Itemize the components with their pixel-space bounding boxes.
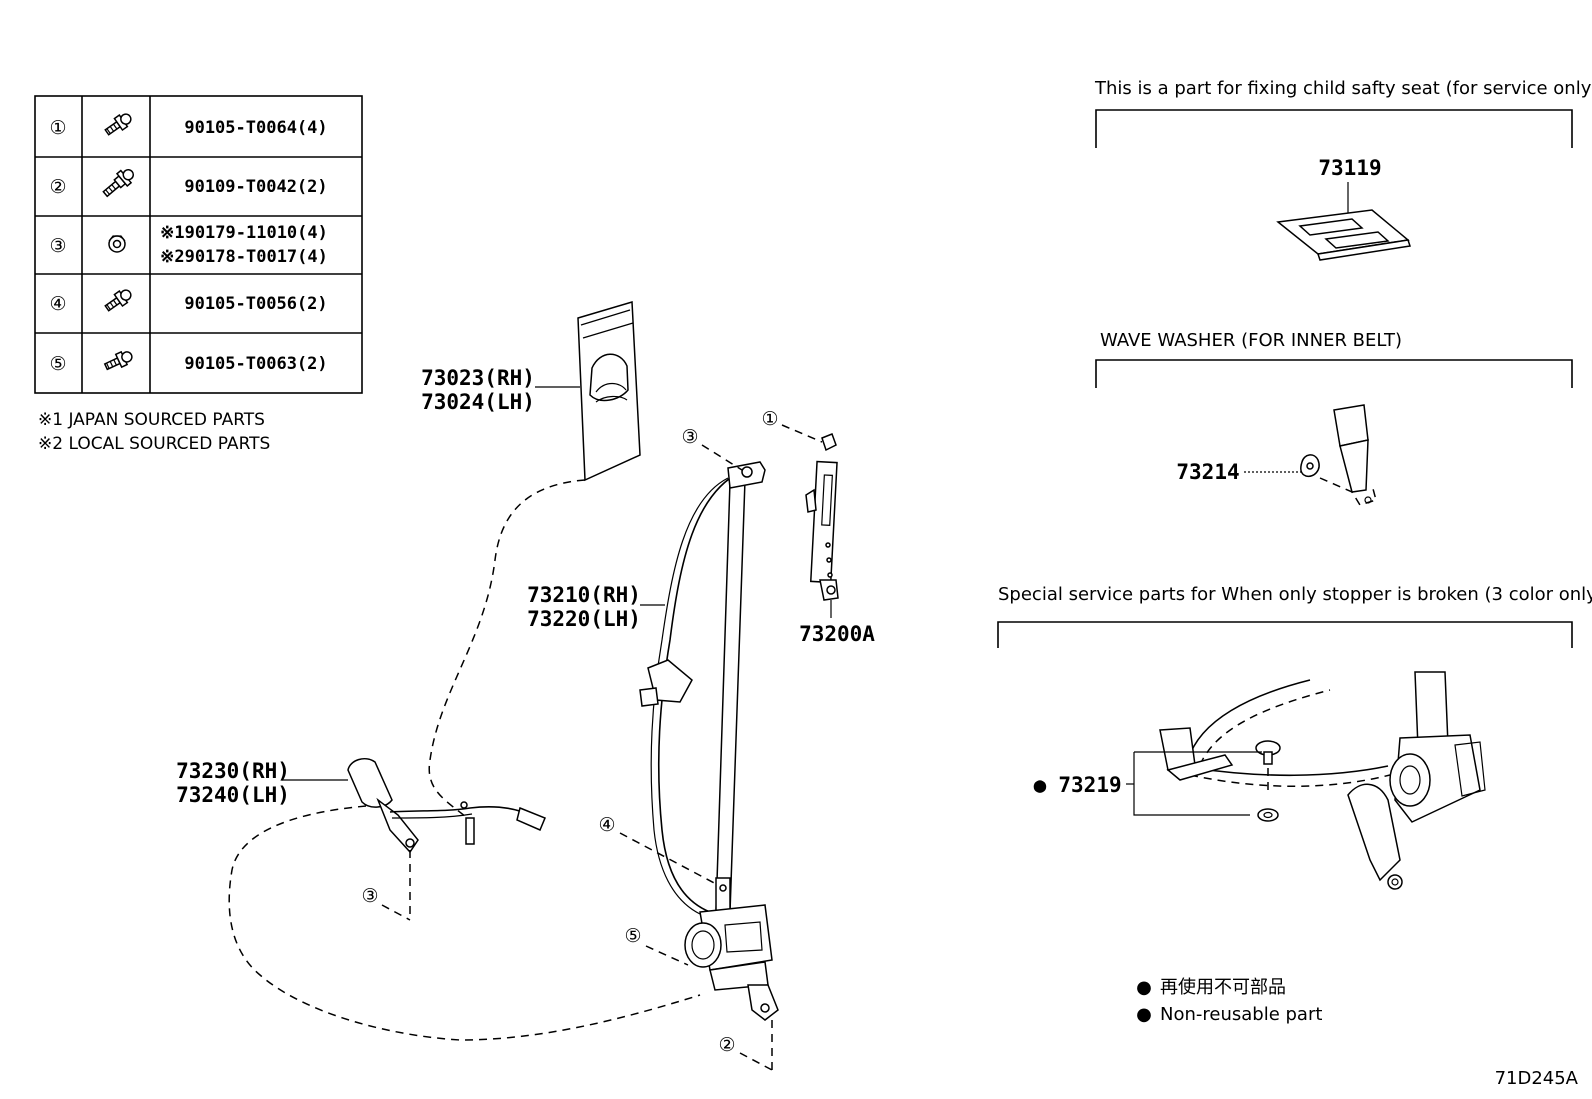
legend-text-jp: 再使用不可部品 [1160, 977, 1286, 998]
table-row: ③ ※190179-11010(4) ※290178-T0017(4) [49, 223, 327, 267]
height-adjuster [805, 433, 839, 601]
legend: ● 再使用不可部品 ● Non-reusable part [1136, 977, 1322, 1025]
child-seat-anchor-bracket [1276, 209, 1411, 261]
row-ref: ① [49, 117, 66, 139]
part-number: 90105-T0063(2) [184, 354, 327, 374]
svg-text:①: ① [761, 408, 778, 430]
fastener-table: ① 90105-T0064(4) ② 90109-T0042(2) ③ [34, 95, 363, 394]
part-number: 90109-T0042(2) [184, 177, 327, 197]
callout-2: ② [718, 1020, 773, 1071]
part-label-buckle-lh: 73240(LH) [176, 783, 290, 807]
row-ref: ⑤ [49, 353, 66, 375]
panel-child-seat: This is a part for fixing child safty se… [1094, 78, 1592, 261]
part-number: ※290178-T0017(4) [160, 247, 328, 267]
svg-text:③: ③ [361, 885, 378, 907]
part-label-73219: 73219 [1058, 773, 1121, 797]
svg-text:③: ③ [681, 426, 698, 448]
table-row: ① 90105-T0064(4) [49, 113, 328, 139]
panel-title: This is a part for fixing child safty se… [1094, 78, 1592, 99]
callout-1: ① [761, 408, 823, 443]
svg-text:②: ② [718, 1034, 735, 1056]
seat-belt-webbing [639, 461, 766, 915]
row-ref: ③ [49, 235, 66, 257]
bolt-icon [104, 289, 132, 312]
inner-belt-buckle [1319, 404, 1377, 506]
panel-wave-washer: WAVE WASHER (FOR INNER BELT) 73214 [1095, 330, 1573, 506]
part-number: 90105-T0064(4) [184, 118, 327, 138]
part-label-cover-rh: 73023(RH) [421, 366, 535, 390]
seat-outline [228, 479, 701, 1041]
diagram-id: 71D245A [1495, 1068, 1579, 1089]
callout-3-lower: ③ [361, 850, 411, 921]
part-number: 90105-T0056(2) [184, 294, 327, 314]
retractor [684, 904, 779, 1021]
seat-belt-buckle [347, 758, 546, 854]
part-number: ※190179-11010(4) [160, 223, 328, 243]
source-note-japan: ※1 JAPAN SOURCED PARTS [38, 410, 265, 430]
row-ref: ④ [49, 293, 66, 315]
bolt-icon [104, 113, 132, 136]
part-label-cover-lh: 73024(LH) [421, 390, 535, 414]
panel-stopper: Special service parts for When only stop… [997, 584, 1592, 890]
source-note-local: ※2 LOCAL SOURCED PARTS [38, 434, 270, 454]
bolt-icon [103, 350, 133, 371]
bolt-icon [102, 168, 135, 198]
wave-washer [1300, 454, 1320, 478]
table-row: ② 90109-T0042(2) [49, 168, 328, 198]
part-label-73214: 73214 [1176, 460, 1239, 484]
callout-3-upper: ③ [681, 426, 743, 471]
legend-text-en: Non-reusable part [1160, 1004, 1322, 1025]
nut-icon [108, 235, 126, 253]
legend-marker: ● [1136, 1004, 1152, 1025]
part-label-73119: 73119 [1318, 156, 1381, 180]
part-label-belt-lh: 73220(LH) [527, 607, 641, 631]
table-row: ⑤ 90105-T0063(2) [49, 350, 328, 375]
part-label-belt-rh: 73210(RH) [527, 583, 641, 607]
svg-text:⑤: ⑤ [624, 925, 641, 947]
table-row: ④ 90105-T0056(2) [49, 289, 328, 315]
stopper-button-bottom [1257, 808, 1279, 822]
row-ref: ② [49, 176, 66, 198]
non-reusable-marker: ● [1034, 773, 1047, 797]
panel-title: WAVE WASHER (FOR INNER BELT) [1100, 330, 1402, 351]
callout-4: ④ [598, 814, 719, 886]
part-label-adjuster: 73200A [799, 622, 875, 646]
svg-text:④: ④ [598, 814, 615, 836]
legend-marker: ● [1136, 977, 1152, 998]
pillar-trim-cover [577, 301, 641, 482]
part-label-buckle-rh: 73230(RH) [176, 759, 290, 783]
panel-title: Special service parts for When only stop… [998, 584, 1592, 605]
stopper-panel-retractor [1347, 671, 1486, 890]
callout-5: ⑤ [624, 925, 689, 966]
